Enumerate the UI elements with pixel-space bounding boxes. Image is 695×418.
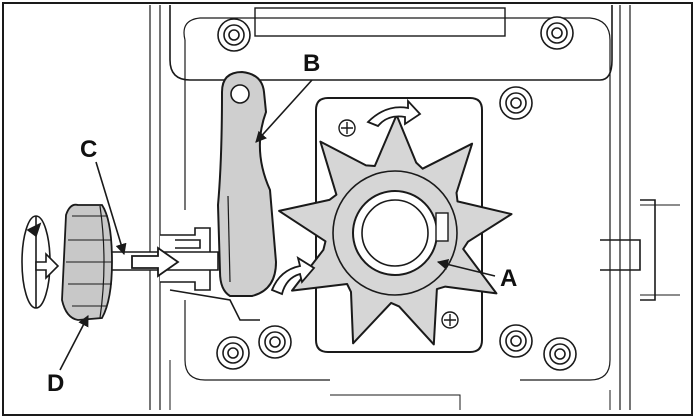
corner-bolt-icon bbox=[499, 324, 533, 358]
corner-bolt-icon bbox=[543, 337, 577, 371]
leader-line-d bbox=[59, 315, 89, 371]
screw-icon bbox=[338, 119, 356, 137]
curved-arrow-icon bbox=[270, 256, 316, 296]
gear-hub-inner bbox=[361, 199, 429, 267]
corner-bolt-icon bbox=[540, 16, 574, 50]
callout-label-d: D bbox=[47, 370, 65, 397]
callout-label-b: B bbox=[303, 50, 321, 77]
screw-icon bbox=[441, 311, 459, 329]
leader-line-a bbox=[436, 258, 496, 277]
housing bbox=[149, 5, 680, 410]
lever-arm bbox=[216, 70, 278, 297]
curved-arrow-icon bbox=[366, 98, 422, 128]
gear-key bbox=[435, 212, 449, 242]
rotation-direction-icon bbox=[21, 215, 60, 309]
corner-bolt-icon bbox=[217, 18, 251, 52]
callout-label-a: A bbox=[500, 265, 518, 292]
adjustment-knob bbox=[61, 203, 113, 321]
corner-bolt-icon bbox=[499, 86, 533, 120]
block-arrow-icon bbox=[131, 246, 180, 278]
corner-bolt-icon bbox=[258, 325, 292, 359]
leader-line-c bbox=[95, 161, 127, 256]
corner-bolt-icon bbox=[216, 336, 250, 370]
callout-label-c: C bbox=[80, 136, 98, 163]
leader-line-b bbox=[255, 79, 313, 143]
release-shaft bbox=[109, 227, 260, 321]
